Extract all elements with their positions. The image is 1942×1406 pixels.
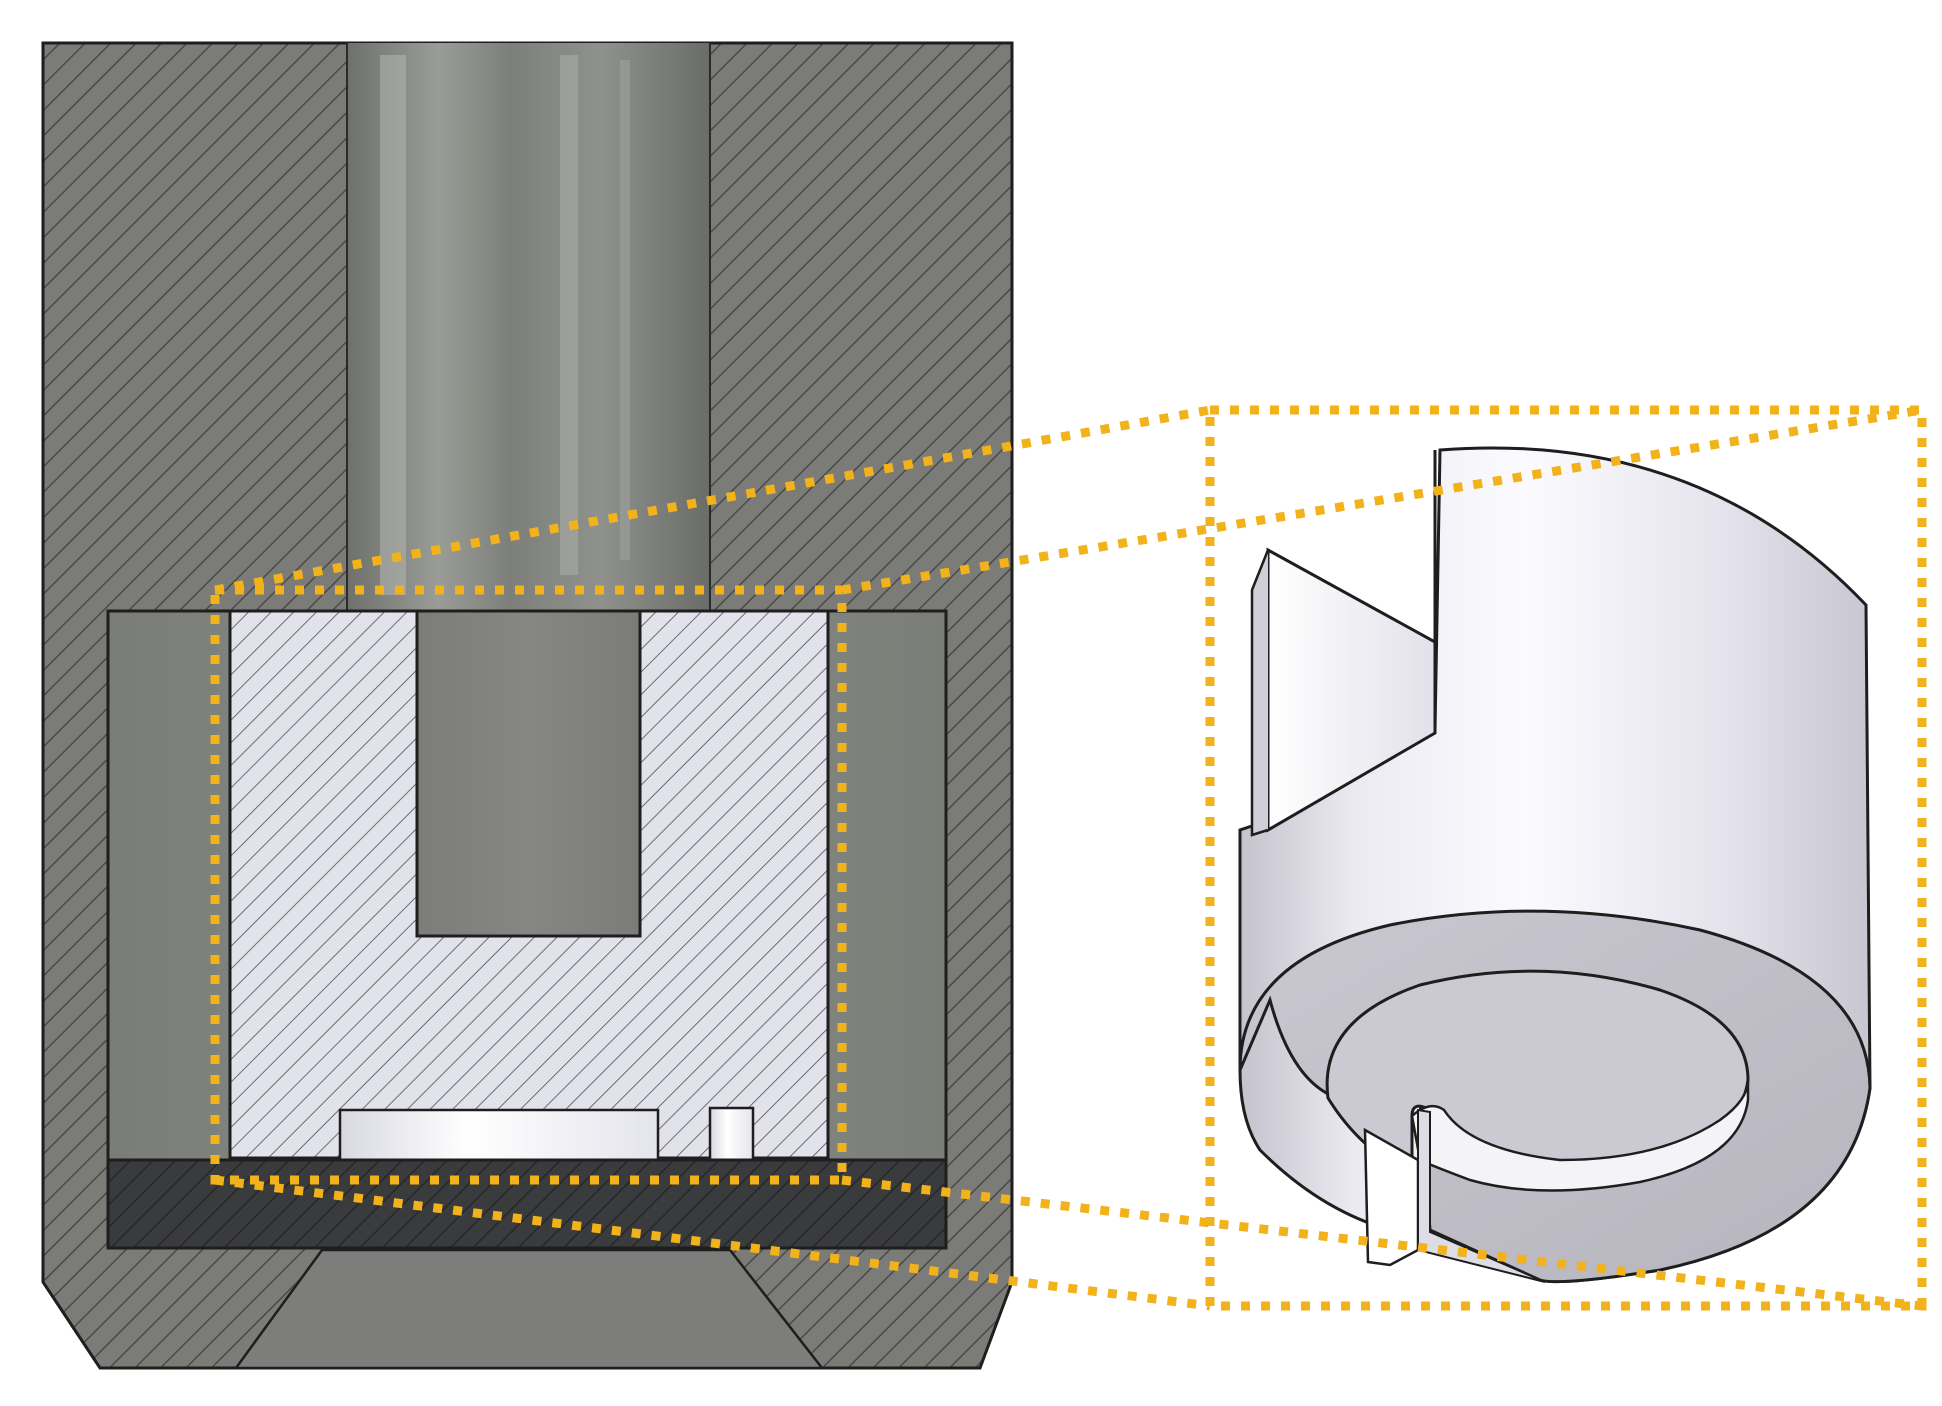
zoom-callout xyxy=(210,405,1927,1311)
callout-line-bottom-2 xyxy=(841,1175,1923,1311)
source-highlight-box xyxy=(210,585,847,1185)
callout-line-top-2 xyxy=(841,405,1923,595)
inner-bore-wall xyxy=(1410,1079,1750,1192)
isometric-view xyxy=(1238,446,1872,1284)
slot-wide xyxy=(338,1108,660,1162)
lower-cone xyxy=(233,1248,825,1370)
base-plate xyxy=(106,1158,948,1250)
ring-slot-side xyxy=(1417,1108,1546,1283)
upper-rod xyxy=(347,43,710,611)
shaft-pocket xyxy=(415,609,642,938)
slot-narrow xyxy=(708,1106,755,1162)
rod-highlights xyxy=(380,55,630,595)
callout-line-bottom-1 xyxy=(214,1175,1211,1311)
cross-section-view xyxy=(41,41,1014,1370)
callout-line-top-1 xyxy=(214,405,1211,595)
notch-wedge-edge xyxy=(1250,549,1270,837)
target-highlight-box xyxy=(1205,405,1927,1311)
